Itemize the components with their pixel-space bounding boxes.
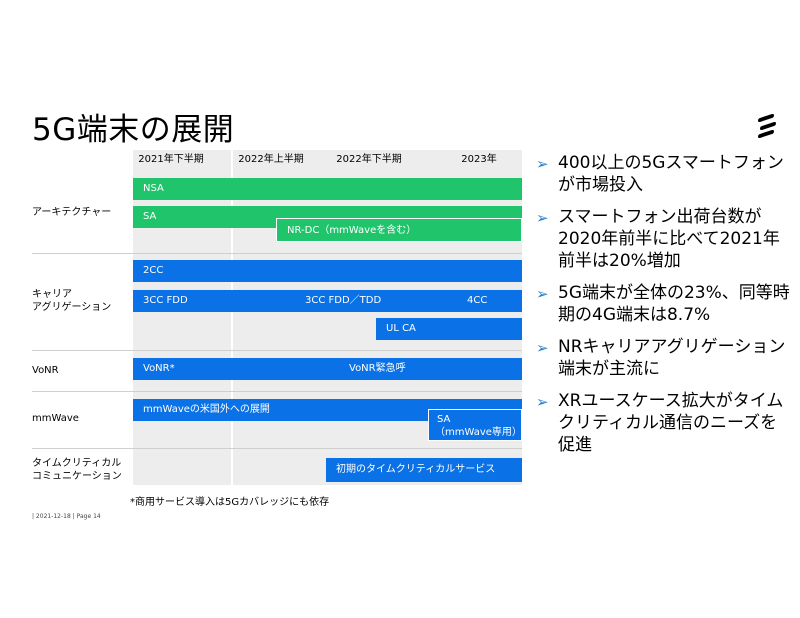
row-label-architecture: アーキテクチャー bbox=[32, 207, 112, 218]
bar-label-3cc-fdd: 3CC FDD bbox=[143, 295, 188, 306]
bar-label-vonr-emergency: VoNR緊急呼 bbox=[349, 363, 406, 374]
row-label-vonr: VoNR bbox=[32, 365, 59, 376]
row-label-carrier-aggregation: キャリア アグリゲーション bbox=[32, 289, 112, 313]
arrow-right-icon: ➢ bbox=[536, 393, 549, 411]
bar-nr-dc: NR-DC（mmWaveを含む） bbox=[276, 218, 522, 242]
row-divider bbox=[32, 350, 522, 351]
bar-ul-ca: UL CA bbox=[376, 318, 522, 340]
bar-label-sa-mmwave: SA bbox=[437, 414, 451, 425]
column-band-3 bbox=[330, 150, 428, 485]
row-label-time-critical: タイムクリティカル コミュニケーション bbox=[32, 458, 122, 482]
bar-label-mmwave-only: （mmWave専用） bbox=[435, 427, 522, 438]
row-divider bbox=[32, 253, 522, 254]
column-band-2 bbox=[233, 150, 331, 485]
footnote: *商用サービス導入は5Gカバレッジにも依存 bbox=[130, 497, 330, 508]
bar-3cc-fdd: 3CC FDD 3CC FDD／TDD 4CC bbox=[133, 290, 522, 312]
ericsson-logo bbox=[756, 113, 778, 139]
arrow-right-icon: ➢ bbox=[536, 209, 549, 227]
arrow-right-icon: ➢ bbox=[536, 339, 549, 357]
bullet-list: ➢400以上の5Gスマートフォンが市場投入 ➢スマートフォン出荷台数が2020年… bbox=[536, 152, 792, 466]
bar-label-3cc-fdd-tdd: 3CC FDD／TDD bbox=[305, 295, 382, 306]
list-item: ➢400以上の5Gスマートフォンが市場投入 bbox=[536, 153, 784, 195]
bar-label-vonr: VoNR* bbox=[143, 363, 175, 374]
column-header-2021h2: 2021年下半期 bbox=[138, 154, 204, 165]
list-item: ➢スマートフォン出荷台数が2020年前半に比べて2021年前半は20%増加 bbox=[536, 207, 780, 271]
row-divider bbox=[32, 448, 522, 449]
bar-2cc: 2CC bbox=[133, 260, 522, 282]
row-label-mmwave: mmWave bbox=[32, 413, 79, 424]
bar-nsa: NSA bbox=[133, 178, 522, 200]
column-header-2022h2: 2022年下半期 bbox=[336, 154, 402, 165]
list-item: ➢5G端末が全体の23%、同等時期の4G端末は8.7% bbox=[536, 283, 790, 325]
bar-vonr: VoNR* VoNR緊急呼 bbox=[133, 358, 522, 380]
bar-time-critical: 初期のタイムクリティカルサービス bbox=[326, 458, 522, 482]
bar-mmwave-expansion: mmWaveの米国外への展開 bbox=[133, 399, 522, 421]
bar-sa-mmwave: SA （mmWave専用） bbox=[428, 409, 522, 441]
page-title: 5G端末の展開 bbox=[32, 112, 235, 148]
page-footer: | 2021-12-18 | Page 14 bbox=[32, 513, 101, 520]
arrow-right-icon: ➢ bbox=[536, 155, 549, 173]
list-item: ➢NRキャリアアグリゲーション端末が主流に bbox=[536, 337, 786, 379]
arrow-right-icon: ➢ bbox=[536, 285, 549, 303]
column-header-2022h1: 2022年上半期 bbox=[238, 154, 304, 165]
row-divider bbox=[32, 391, 522, 392]
bar-label-4cc: 4CC bbox=[467, 295, 488, 306]
column-band-1 bbox=[133, 150, 231, 485]
list-item: ➢XRユースケース拡大がタイムクリティカル通信のニーズを促進 bbox=[536, 391, 784, 455]
column-header-2023: 2023年 bbox=[461, 154, 497, 165]
